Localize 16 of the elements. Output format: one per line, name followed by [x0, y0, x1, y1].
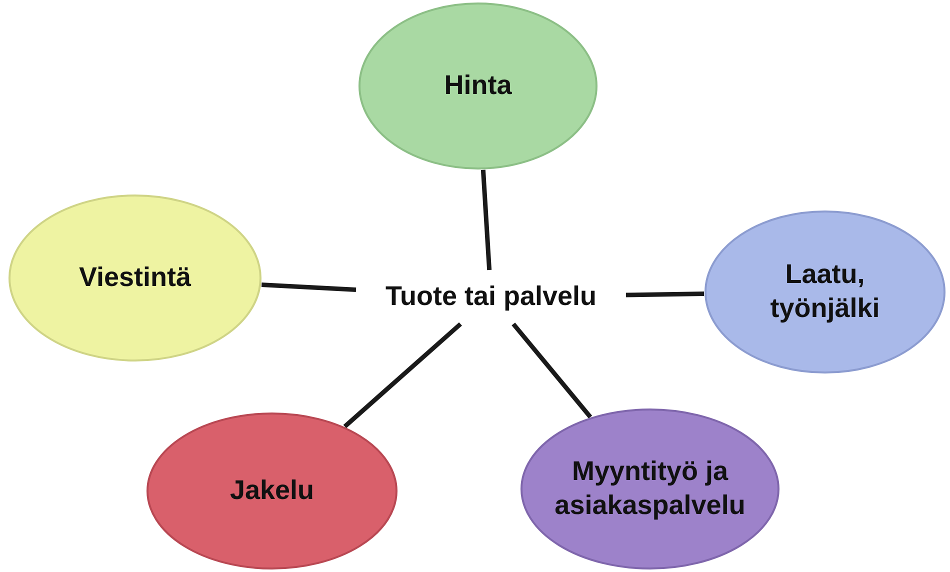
connector-line — [261, 282, 356, 292]
node-label: Myyntityö ja asiakaspalvelu — [554, 455, 746, 522]
connector-line — [343, 322, 462, 428]
node-label: Jakelu — [230, 474, 314, 508]
ellipse-node — [520, 408, 780, 570]
node-label: Hinta — [444, 69, 512, 102]
center-label: Tuote tai palvelu — [385, 280, 597, 314]
node-label: Viestintä — [78, 261, 192, 294]
ellipse-node — [704, 210, 946, 374]
connector-line — [626, 292, 704, 298]
connector-line — [480, 170, 492, 270]
ellipse-node — [358, 2, 598, 170]
connector-line — [512, 322, 592, 418]
node-label: Laatu, työnjälki — [769, 258, 881, 325]
ellipse-node — [146, 412, 398, 570]
ellipse-node — [8, 194, 262, 362]
